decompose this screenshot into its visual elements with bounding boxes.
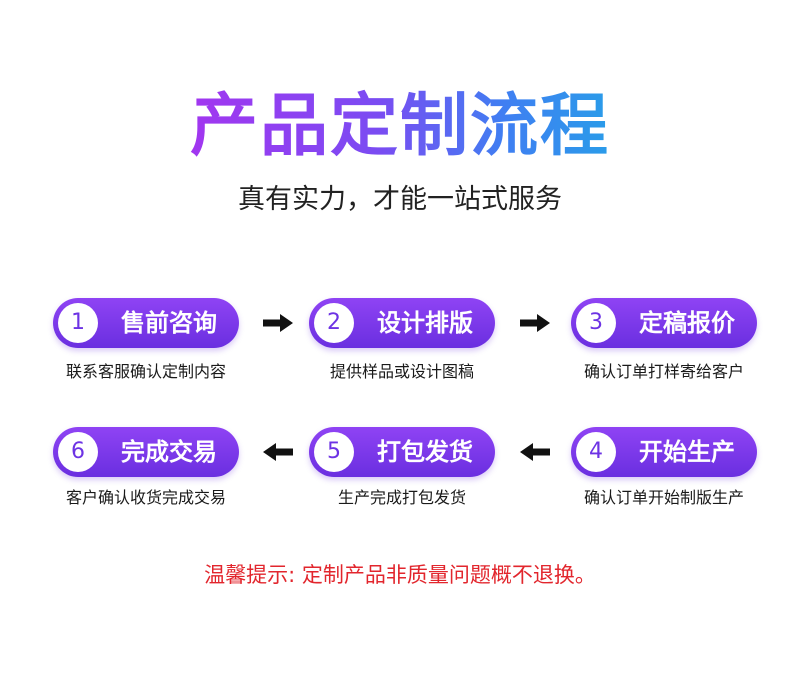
- step-2-description: 提供样品或设计图稿: [329, 362, 474, 381]
- step-1-pill: 1 售前咨询: [53, 298, 239, 348]
- step-5-description: 生产完成打包发货: [337, 488, 466, 507]
- page-title: 产品定制流程: [0, 84, 800, 170]
- step-4-number: 4: [576, 432, 616, 472]
- page-title-text: 产品定制流程: [189, 87, 610, 166]
- step-4-description: 确认订单开始制版生产: [583, 488, 744, 507]
- step-5-number: 5: [314, 432, 354, 472]
- step-6-number: 6: [58, 432, 98, 472]
- arrow-left-icon: [520, 443, 550, 461]
- step-2-label: 设计排版: [377, 309, 473, 337]
- notice-text: 温馨提示: 定制产品非质量问题概不退换。: [204, 563, 596, 587]
- step-6-pill: 6 完成交易: [53, 427, 239, 477]
- step-2-number: 2: [314, 303, 354, 343]
- step-3-label: 定稿报价: [639, 309, 735, 337]
- step-3-pill: 3 定稿报价: [571, 298, 757, 348]
- step-5-pill: 5 打包发货: [309, 427, 495, 477]
- step-6-label: 完成交易: [121, 438, 217, 466]
- step-4-pill: 4 开始生产: [571, 427, 757, 477]
- step-5-label: 打包发货: [377, 438, 473, 466]
- step-1-number: 1: [58, 303, 98, 343]
- step-3-description: 确认订单打样寄给客户: [583, 362, 744, 381]
- arrow-right-icon: [520, 314, 550, 332]
- page-subtitle: 真有实力，才能一站式服务: [238, 184, 562, 215]
- step-2-pill: 2 设计排版: [309, 298, 495, 348]
- step-1-label: 售前咨询: [121, 309, 217, 337]
- step-4-label: 开始生产: [639, 438, 735, 466]
- arrow-right-icon: [263, 314, 293, 332]
- step-1-description: 联系客服确认定制内容: [65, 362, 226, 381]
- arrow-left-icon: [263, 443, 293, 461]
- step-6-description: 客户确认收货完成交易: [65, 488, 226, 507]
- step-3-number: 3: [576, 303, 616, 343]
